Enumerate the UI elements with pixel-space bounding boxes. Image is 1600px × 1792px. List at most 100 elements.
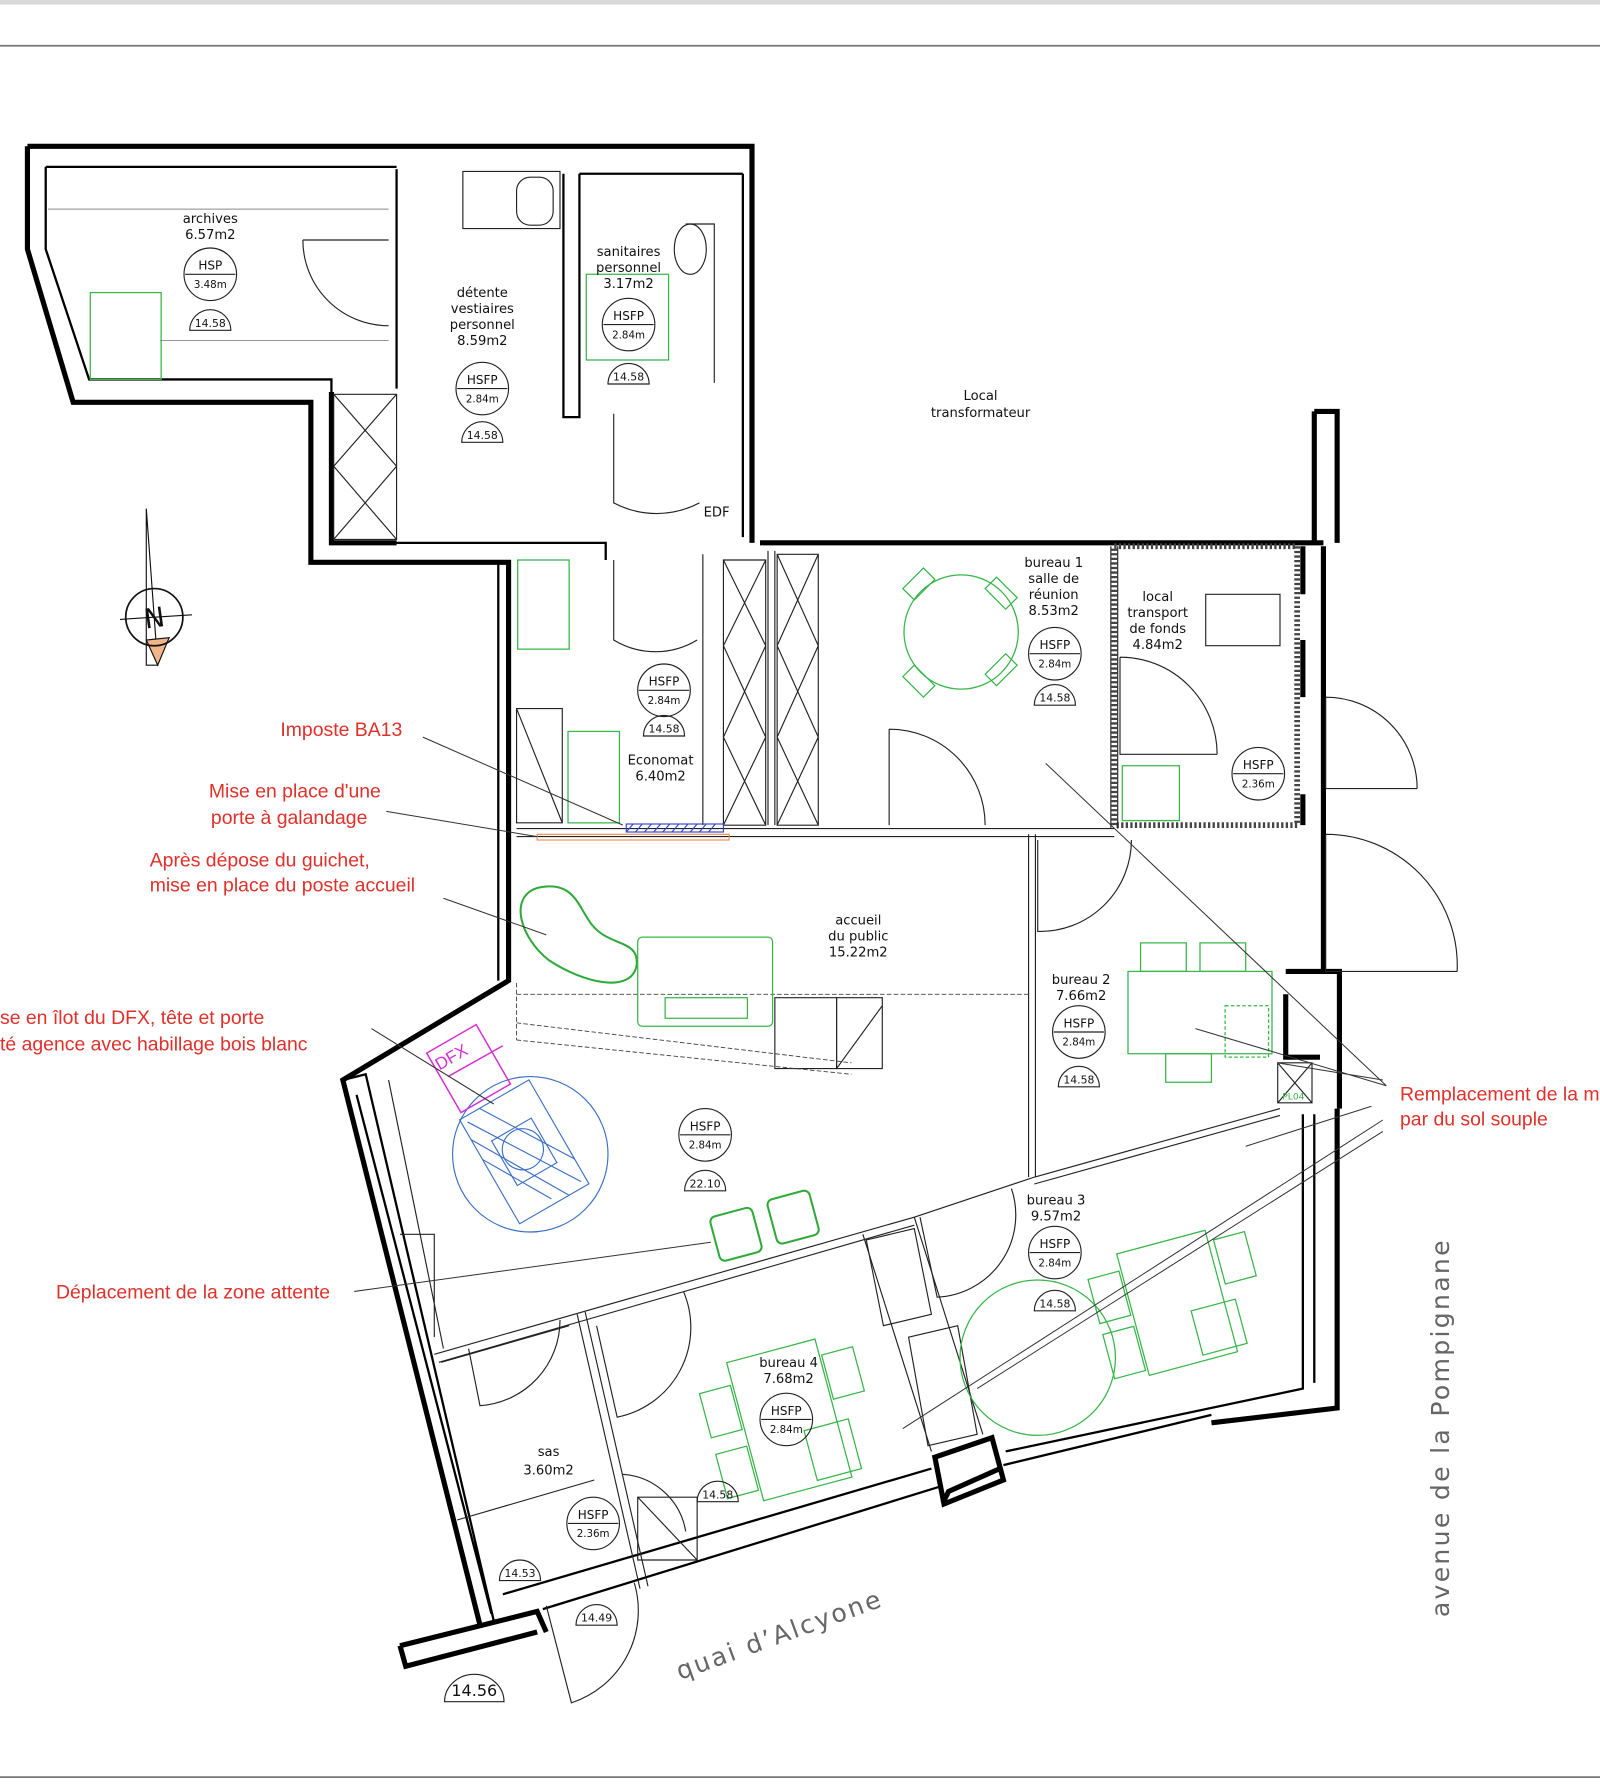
level-marker: 14.58 (1057, 1065, 1101, 1088)
svg-text:14.49: 14.49 (581, 1612, 612, 1625)
level-marker-14-56: 14.56 (443, 1673, 505, 1703)
room-name: Economat (628, 754, 694, 769)
room-bureau-1: bureau 1 salle de réunion 8.53m2 HSFP2.8… (1024, 556, 1083, 706)
level-marker: 14.58 (607, 362, 650, 385)
street-quai-alcyone: quai d’Alcyone (672, 1584, 887, 1686)
svg-text:2.84m: 2.84m (466, 393, 499, 405)
room-name: accueil (835, 914, 881, 929)
svg-text:2.84m: 2.84m (689, 1140, 722, 1152)
ceiling-height-marker: HSFP 2.36m (1231, 746, 1286, 801)
room-name: salle de (1028, 572, 1079, 587)
svg-text:2.84m: 2.84m (612, 329, 645, 341)
room-name: bureau 2 (1052, 973, 1111, 988)
level-marker: 14.58 (461, 421, 504, 443)
svg-text:2.36m: 2.36m (1242, 778, 1275, 790)
room-name: sanitaires (597, 245, 661, 260)
room-name: local (1142, 590, 1173, 605)
annotation-sol-souple: Remplacement de la m (1400, 1084, 1600, 1106)
room-area: 3.17m2 (603, 277, 653, 292)
svg-text:2.84m: 2.84m (1062, 1037, 1095, 1049)
annotation-sol-souple: par du sol souple (1400, 1109, 1548, 1131)
svg-text:HSFP: HSFP (649, 675, 680, 689)
annotation-guichet: mise en place du poste accueil (150, 874, 415, 896)
room-bureau-2: bureau 2 7.66m2 HSFP 2.84m 14.58 (1052, 973, 1111, 1088)
svg-text:2.36m: 2.36m (577, 1528, 610, 1540)
room-detente: détente vestiaires personnel 8.59m2 HSFP… (450, 286, 515, 443)
svg-text:HSFP: HSFP (1039, 638, 1070, 652)
svg-text:HSFP: HSFP (690, 1119, 721, 1133)
waiting-seats (709, 1189, 820, 1262)
partitions (48, 170, 1458, 1704)
room-name: bureau 3 (1027, 1194, 1086, 1209)
room-name: sas (538, 1445, 560, 1460)
svg-text:2.84m: 2.84m (770, 1424, 803, 1436)
annotation-galandage: porte à galandage (211, 807, 367, 829)
annotation-guichet: Après dépose du guichet, (150, 849, 370, 871)
room-area: 6.40m2 (635, 770, 685, 785)
svg-text:14.58: 14.58 (648, 723, 679, 736)
room-accueil: accueil du public 15.22m2 HSFP 2.84m 22.1… (678, 914, 888, 1192)
room-area: 9.57m2 (1031, 1210, 1081, 1225)
street-avenue-pompignane: avenue de la Pompignane (1426, 1238, 1455, 1617)
annotation-imposte: Imposte BA13 (280, 719, 402, 741)
annotation-dfx: té agence avec habillage bois blanc (0, 1033, 308, 1055)
svg-text:HSFP: HSFP (1039, 1237, 1070, 1251)
svg-text:14.58: 14.58 (195, 317, 226, 330)
edf-label: EDF (704, 506, 730, 521)
room-area: 7.68m2 (763, 1372, 813, 1387)
level-marker: 22.10 (683, 1169, 727, 1192)
room-sas: sas 3.60m2 HSFP 2.36m 14.53 (498, 1445, 620, 1582)
north-label: N (142, 602, 167, 636)
ceiling-height-marker: HSFP 2.84m (678, 1108, 732, 1162)
svg-text:14.58: 14.58 (613, 371, 644, 384)
room-name: bureau 1 (1024, 556, 1083, 571)
svg-text:14.58: 14.58 (1039, 692, 1070, 705)
local-transformateur-label: Local (964, 389, 998, 404)
svg-text:14.58: 14.58 (467, 429, 498, 442)
room-local-transport-de-fonds: local transport de fonds 4.84m2 HSFP2.36… (1127, 590, 1286, 801)
svg-text:HSFP: HSFP (578, 1508, 609, 1522)
room-area: 15.22m2 (829, 946, 888, 961)
ceiling-height-marker: HSFP 2.84m (759, 1392, 814, 1447)
level-marker: 14.58 (1033, 1289, 1077, 1312)
room-name: vestiaires (451, 302, 514, 317)
svg-text:HSFP: HSFP (1063, 1016, 1094, 1030)
room-name: de fonds (1129, 622, 1186, 637)
room-name: transport (1127, 606, 1188, 621)
svg-text:HSFP: HSFP (771, 1404, 802, 1418)
ceiling-height-marker: HSFP 2.84m (1028, 626, 1082, 681)
svg-text:HSFP: HSFP (1243, 758, 1274, 772)
room-area: 3.60m2 (523, 1463, 573, 1478)
furniture: DFX PL04 (89, 273, 1305, 1502)
svg-text:2.84m: 2.84m (1038, 658, 1071, 670)
room-area: 8.59m2 (457, 334, 507, 349)
level-marker: 14.58 (696, 1480, 739, 1503)
room-name: du public (828, 930, 888, 945)
ceiling-height-marker: HSFP 2.84m (1052, 1005, 1106, 1059)
wheelchair-turning-circle (451, 1076, 609, 1233)
level-marker: 14.58 (1033, 684, 1077, 706)
room-area: 6.57m2 (185, 228, 235, 243)
annotation-zone-attente: Déplacement de la zone attente (56, 1281, 330, 1303)
annotations: Imposte BA13 Mise en place d'une porte à… (0, 719, 1600, 1430)
room-name: archives (183, 212, 238, 227)
svg-text:14.58: 14.58 (1039, 1297, 1070, 1310)
room-area: 7.66m2 (1056, 989, 1106, 1004)
level-marker: 14.58 (642, 714, 686, 737)
room-name: personnel (596, 261, 661, 276)
room-name: personnel (450, 318, 515, 333)
svg-text:14.56: 14.56 (451, 1681, 497, 1700)
svg-text:14.53: 14.53 (504, 1567, 535, 1580)
annotation-galandage: Mise en place d'une (209, 781, 381, 803)
